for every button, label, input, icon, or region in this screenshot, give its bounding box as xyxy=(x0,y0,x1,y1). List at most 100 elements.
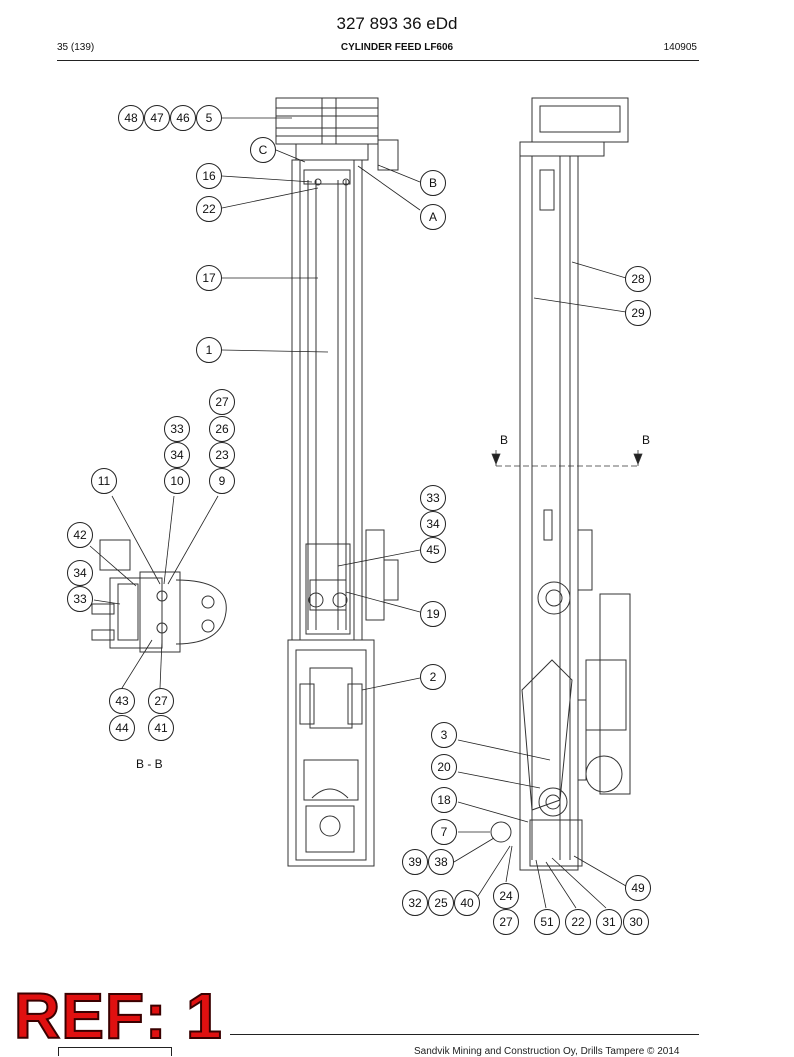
section-view-label: B - B xyxy=(136,757,163,771)
balloon-number: 18 xyxy=(437,793,451,807)
balloon-number: A xyxy=(429,210,437,224)
balloon-circle xyxy=(196,105,222,131)
section-cut-line xyxy=(491,450,643,467)
balloon-number: 25 xyxy=(434,896,448,910)
callout-balloon-b33a: 33 xyxy=(164,416,190,442)
balloon-number: 22 xyxy=(202,202,216,216)
callout-balloon-b48: 48 xyxy=(118,105,144,131)
callout-balloon-b5: 5 xyxy=(196,105,222,131)
balloon-circle xyxy=(164,468,190,494)
callout-balloon-b41: 41 xyxy=(148,715,174,741)
callout-balloon-b38: 38 xyxy=(428,849,454,875)
balloon-circle xyxy=(402,890,428,916)
balloon-number: 38 xyxy=(434,855,448,869)
balloon-number: 16 xyxy=(202,169,216,183)
callout-balloon-b49: 49 xyxy=(625,875,651,901)
balloon-circle xyxy=(402,849,428,875)
callout-balloon-b27b: 27 xyxy=(148,688,174,714)
callout-balloon-b27c: 27 xyxy=(493,909,519,935)
balloon-circle xyxy=(493,883,519,909)
callout-balloon-b43: 43 xyxy=(109,688,135,714)
balloon-circle xyxy=(431,787,457,813)
balloon-circle xyxy=(420,485,446,511)
balloon-circle xyxy=(209,442,235,468)
section-view xyxy=(91,539,227,653)
callout-balloon-b34a: 34 xyxy=(164,442,190,468)
callout-balloon-b24: 24 xyxy=(493,883,519,909)
balloon-number: 22 xyxy=(571,915,585,929)
callout-balloon-bA: A xyxy=(420,204,446,230)
balloon-circle xyxy=(109,715,135,741)
footer-rule xyxy=(230,1034,699,1035)
balloon-circle xyxy=(148,688,174,714)
page-title: CYLINDER FEED LF606 xyxy=(340,42,454,53)
callout-balloon-b39: 39 xyxy=(402,849,428,875)
callout-balloon-b9: 9 xyxy=(209,468,235,494)
callout-balloon-b23: 23 xyxy=(209,442,235,468)
balloon-circle xyxy=(67,522,93,548)
balloon-number: 30 xyxy=(629,915,643,929)
callout-balloon-b44: 44 xyxy=(109,715,135,741)
balloon-number: 39 xyxy=(408,855,422,869)
balloon-circle xyxy=(67,586,93,612)
balloon-circle xyxy=(250,137,276,163)
balloon-number: B xyxy=(429,176,437,190)
callout-balloon-b34b: 34 xyxy=(420,511,446,537)
balloon-circle xyxy=(109,688,135,714)
balloon-number: 42 xyxy=(73,528,87,542)
balloon-circle xyxy=(431,819,457,845)
balloon-circle xyxy=(118,105,144,131)
callout-balloon-b33c: 33 xyxy=(67,586,93,612)
section-arrow-label-right: B xyxy=(642,433,650,447)
balloon-circle xyxy=(428,849,454,875)
callout-balloon-b17: 17 xyxy=(196,265,222,291)
balloon-number: 23 xyxy=(215,448,229,462)
balloon-circle xyxy=(67,560,93,586)
balloon-circle xyxy=(170,105,196,131)
callout-balloon-b34c: 34 xyxy=(67,560,93,586)
balloon-circle xyxy=(209,389,235,415)
balloon-circle xyxy=(625,875,651,901)
balloon-number: 9 xyxy=(219,474,226,488)
callout-balloon-b7: 7 xyxy=(431,819,457,845)
callout-balloon-b40: 40 xyxy=(454,890,480,916)
callout-balloon-b31: 31 xyxy=(596,909,622,935)
balloon-number: 26 xyxy=(215,422,229,436)
leader-lines xyxy=(89,117,627,909)
balloon-circle xyxy=(148,715,174,741)
balloon-number: 33 xyxy=(426,491,440,505)
balloon-number: 7 xyxy=(441,825,448,839)
callout-balloon-b25: 25 xyxy=(428,890,454,916)
balloon-number: 11 xyxy=(98,474,111,488)
balloon-number: 3 xyxy=(441,728,448,742)
callout-balloon-b20: 20 xyxy=(431,754,457,780)
callout-balloon-b33b: 33 xyxy=(420,485,446,511)
balloon-circle xyxy=(623,909,649,935)
balloon-circle xyxy=(420,170,446,196)
balloon-circle xyxy=(209,416,235,442)
balloon-number: 34 xyxy=(170,448,184,462)
balloon-circle xyxy=(164,416,190,442)
balloon-number: 41 xyxy=(154,721,168,735)
callout-balloon-b47: 47 xyxy=(144,105,170,131)
balloon-number: 45 xyxy=(426,543,440,557)
side-view xyxy=(490,97,631,871)
balloon-number: 5 xyxy=(206,111,213,125)
balloon-circle xyxy=(420,511,446,537)
callout-balloon-b29: 29 xyxy=(625,300,651,326)
balloon-number: 10 xyxy=(170,474,184,488)
callout-balloon-b28: 28 xyxy=(625,266,651,292)
callout-balloon-b2: 2 xyxy=(420,664,446,690)
callout-balloon-b42: 42 xyxy=(67,522,93,548)
balloon-number: 43 xyxy=(115,694,129,708)
balloon-number: 44 xyxy=(115,721,129,735)
balloon-number: 34 xyxy=(73,566,87,580)
balloon-circle xyxy=(91,468,117,494)
balloon-number: 51 xyxy=(540,915,554,929)
balloon-circle xyxy=(196,265,222,291)
balloon-number: 1 xyxy=(206,343,213,357)
callout-balloon-b46: 46 xyxy=(170,105,196,131)
header-rule xyxy=(57,60,699,61)
section-arrow-label-left: B xyxy=(500,433,508,447)
